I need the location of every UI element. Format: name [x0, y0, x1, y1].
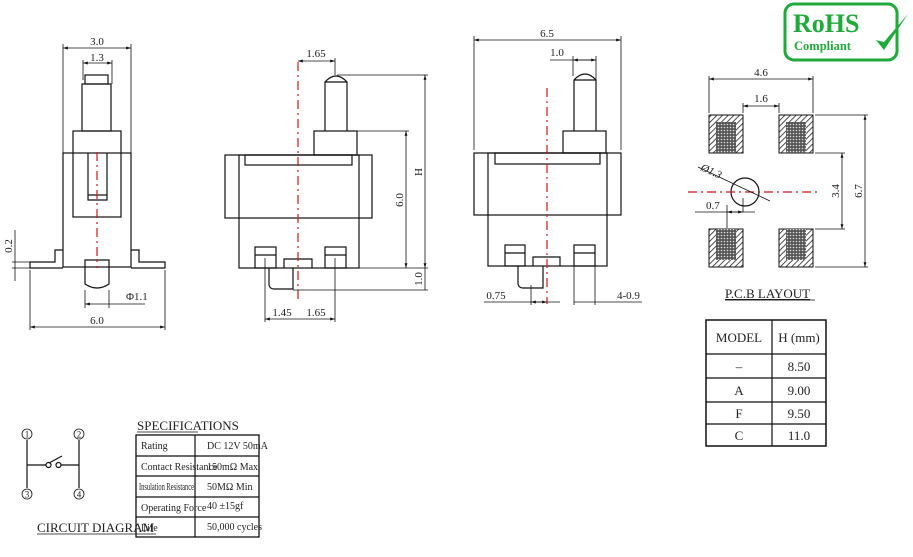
- spec-value: 40 ±15gf: [207, 501, 244, 512]
- table-row: – 8.50: [735, 359, 811, 374]
- rohs-logo: RoHS Compliant: [783, 2, 908, 62]
- dim-offset: 0.2: [3, 239, 15, 253]
- model-cell: A: [734, 383, 744, 398]
- svg-text:4: 4: [77, 490, 82, 500]
- dim-pcb-height: 6.7: [853, 184, 865, 198]
- table-row: A 9.00: [734, 383, 810, 398]
- pin-4: 4: [73, 488, 85, 500]
- pad: [708, 228, 744, 268]
- dim-plunger-width: 1.3: [90, 52, 104, 64]
- spec-value: 150mΩ Max: [207, 462, 258, 473]
- h-cell: 11.0: [788, 428, 810, 443]
- dim-pin-length: 1.0: [413, 272, 425, 286]
- spec-value: 50MΩ Min: [207, 482, 253, 493]
- dim-inner-height: 3.4: [830, 184, 842, 198]
- spec-label: Insulation Resistance: [139, 482, 194, 493]
- table-row: F 9.50: [735, 406, 810, 421]
- circuit-title: CIRCUIT DIAGRAM: [37, 520, 155, 535]
- svg-text:3: 3: [25, 490, 30, 500]
- dim-base-width: 6.0: [90, 315, 104, 327]
- dim-terminal-width: 4-0.9: [617, 290, 640, 302]
- dim-pin-offset: 0.75: [486, 290, 506, 302]
- spec-label: Contact Resistance: [141, 462, 218, 473]
- rear-view: 6.5 1.0 0.75 4-0.9: [473, 28, 642, 305]
- rohs-text: RoHS: [793, 9, 859, 38]
- svg-text:1: 1: [25, 430, 30, 440]
- spec-label: Operating Force: [141, 503, 207, 514]
- dim-left-pitch: 1.45: [272, 307, 292, 319]
- h-cell: 9.00: [788, 383, 811, 398]
- specifications-title: SPECIFICATIONS: [137, 418, 239, 433]
- model-cell: F: [735, 406, 742, 421]
- model-cell: C: [735, 428, 744, 443]
- compliant-text: Compliant: [794, 39, 852, 53]
- dim-body-height: 6.0: [394, 193, 406, 207]
- dim-width-total: 3.0: [90, 36, 104, 48]
- svg-text:2: 2: [77, 430, 82, 440]
- spec-row: Rating DC 12V 50mA: [141, 441, 269, 452]
- switch-lever: [48, 455, 63, 464]
- pin-3: 3: [21, 488, 33, 500]
- dim-width: 6.5: [540, 28, 554, 40]
- front-view: 3.0 1.3 0.2 Φ1.1 6.0: [3, 36, 166, 330]
- spec-label: Life: [141, 523, 158, 534]
- model-cell: –: [735, 359, 743, 374]
- dim-inner-gap: 1.6: [754, 93, 768, 105]
- spec-row: Insulation Resistance 50MΩ Min: [139, 482, 253, 493]
- specifications-table: SPECIFICATIONS Rating DC 12V 50mA Contact…: [135, 418, 269, 538]
- pcb-layout-title: P.C.B LAYOUT: [725, 286, 810, 301]
- circuit-diagram: 1 2 3 4 CIRCUIT DIAGRAM: [21, 428, 156, 535]
- dim-right-pitch: 1.65: [306, 307, 326, 319]
- table-row: C 11.0: [735, 428, 810, 443]
- spec-value: 50,000 cycles: [207, 522, 262, 533]
- pcb-layout: Ø1.3 0.7 4.6 1.6 3.4 6.7 P.C.B LAYOUT: [688, 67, 868, 301]
- pad: [708, 114, 744, 154]
- spec-label: Rating: [141, 441, 168, 452]
- dim-hole: Ø1.3: [698, 161, 724, 181]
- dim-plunger-offset: 1.65: [306, 48, 326, 60]
- pin-2: 2: [73, 428, 85, 440]
- h-cell: 8.50: [788, 359, 811, 374]
- dim-height: H: [413, 168, 425, 176]
- dim-pin-diameter: Φ1.1: [126, 291, 148, 303]
- dim-plunger-offset-rear: 1.0: [550, 47, 564, 59]
- header-h: H (mm): [778, 330, 820, 345]
- dim-hole-offset: 0.7: [706, 200, 720, 212]
- pad: [778, 228, 814, 268]
- pad: [778, 114, 814, 154]
- spec-value: DC 12V 50mA: [207, 441, 269, 452]
- spec-row: Life 50,000 cycles: [141, 522, 262, 534]
- pin-1: 1: [21, 428, 33, 440]
- dim-pcb-width: 4.6: [754, 67, 768, 79]
- side-view: 1.65 H 6.0 1.0 1.45 1.65: [224, 48, 428, 322]
- header-model: MODEL: [716, 330, 762, 345]
- model-table: MODEL H (mm) – 8.50 A 9.00 F 9.50 C 11.0: [705, 319, 827, 447]
- h-cell: 9.50: [788, 406, 811, 421]
